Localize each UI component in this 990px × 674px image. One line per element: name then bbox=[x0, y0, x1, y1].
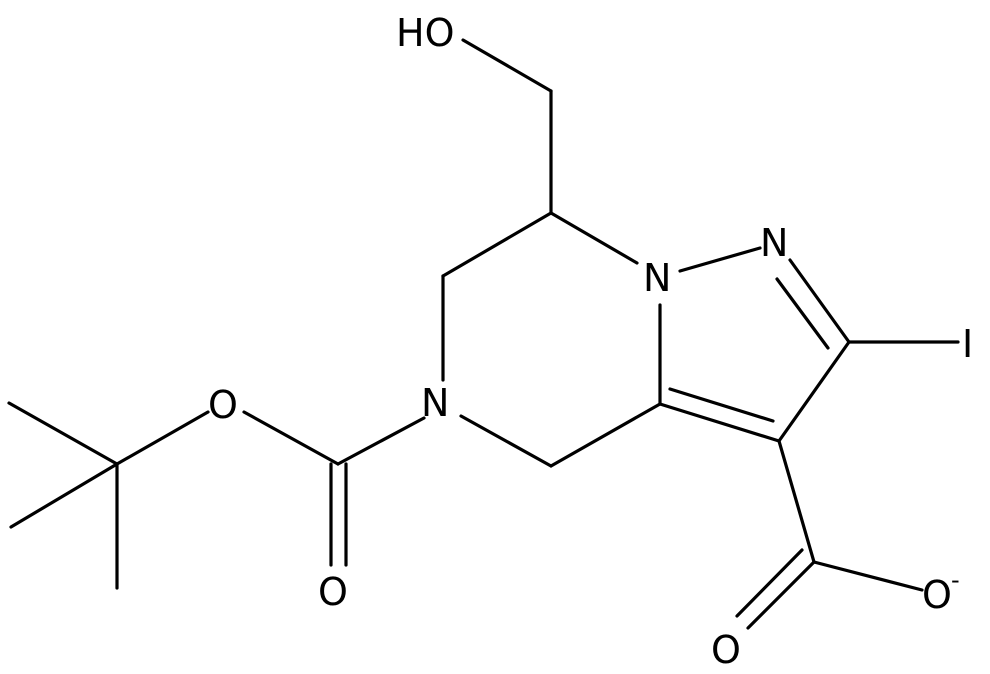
bond-c3-c3a-inner bbox=[668, 387, 775, 423]
bond-n5-c4 bbox=[459, 414, 553, 468]
bond-c4-c3a bbox=[549, 402, 662, 468]
bond-c3-ccooh bbox=[777, 439, 816, 564]
hydroxyl-label: HO bbox=[396, 11, 454, 55]
bond-c-o-double-a bbox=[746, 560, 816, 630]
bond-n1-n2 bbox=[678, 246, 762, 273]
bond-c-o-minus bbox=[812, 560, 924, 592]
bond-n5-cboc bbox=[336, 416, 426, 466]
charge-label: - bbox=[951, 566, 960, 594]
o-carboxylate-carbonyl-label: O bbox=[711, 628, 741, 672]
iodine-label: I bbox=[962, 322, 973, 366]
n-carbamate-label: N bbox=[421, 381, 449, 425]
bond-ctbu-me2 bbox=[9, 462, 119, 529]
bond-c-o-double-b bbox=[735, 548, 804, 618]
bond-n2-c2 bbox=[788, 258, 851, 344]
o-carbamate-carbonyl-label: O bbox=[318, 570, 348, 614]
o-ester-label: O bbox=[208, 383, 238, 427]
n-pyrazole-label: N bbox=[760, 221, 788, 265]
n-bridgehead-label: N bbox=[643, 256, 671, 300]
bond-ctbu-me1 bbox=[7, 401, 119, 466]
o-carboxylate-label: O bbox=[922, 573, 952, 617]
bond-n2-c2-inner bbox=[775, 277, 830, 350]
bond-c3-c3a bbox=[658, 402, 781, 443]
bond-ho-ch2 bbox=[461, 38, 553, 93]
bond-cboc-oester bbox=[242, 410, 340, 466]
bond-c2-c3 bbox=[777, 340, 851, 443]
bond-c7-n1 bbox=[549, 211, 639, 265]
bond-oester-ctbu bbox=[115, 410, 210, 466]
bond-c7-c6 bbox=[441, 211, 553, 278]
